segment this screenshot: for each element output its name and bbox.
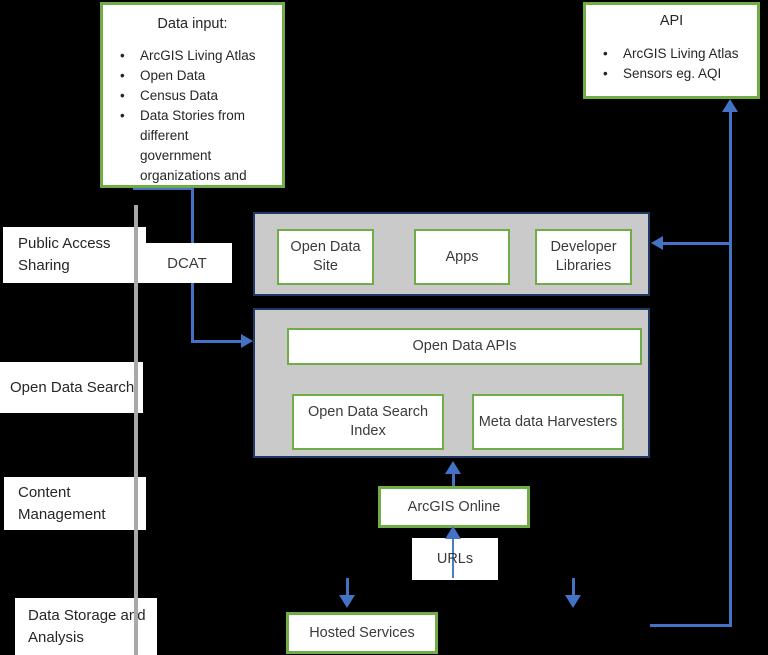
bullet-text: ArcGIS Living Atlas [140,48,256,63]
bullet-dot: • [120,88,125,103]
arrowhead-urls-into-arcgis [445,526,461,539]
apps-label: Apps [445,248,479,265]
swimlane-divider-line [134,205,138,655]
search-layer-container: Open Data APIs Open Data Search Index Me… [253,308,650,458]
connector-down-right-v [572,578,575,597]
bullet-dot: • [603,66,608,81]
developer-libraries-box: Developer Libraries [535,229,632,285]
bullet-item: • ArcGIS Living Atlas [103,46,282,66]
lane-label-public-access-sharing: Public Access Sharing [3,227,146,283]
bullet-item: • ArcGIS Living Atlas [586,44,757,64]
bullet-item: • Sensors eg. AQI [586,64,757,84]
lane-label-open-data-search: Open Data Search [0,362,143,413]
apps-box: Apps [414,229,510,285]
data-input-bullet-list: • ArcGIS Living Atlas • Open Data • Census Da… [103,46,282,186]
hosted-services-label: Hosted Services [309,624,415,641]
dcat-label: DCAT [167,254,207,272]
bullet-item: • Census Data [103,86,282,106]
connector-right-v [729,111,732,627]
arcgis-online-label: ArcGIS Online [407,498,501,515]
open-data-apis-box: Open Data APIs [287,328,642,365]
urls-label: URLs [436,550,474,567]
arrowhead-into-api [722,99,738,112]
open-data-search-index-box: Open Data Search Index [292,394,444,450]
connector-datainput-h [133,187,194,190]
urls-box: URLs [412,538,498,580]
bullet-item: • Open Data [103,66,282,86]
arrowhead-into-search-layer [241,334,253,348]
bullet-text: Data Stories from different government o… [140,108,247,183]
arrowhead-into-access-layer [651,236,663,250]
connector-arcgis-to-search-v [452,474,455,486]
metadata-harvesters-box: Meta data Harvesters [472,394,624,450]
connector-down-hosted-v [346,578,349,597]
bullet-text: Census Data [140,88,219,103]
bullet-text: Sensors eg. AQI [623,66,722,81]
bullet-item: • Data Stories from different government … [103,106,282,186]
bullet-text: ArcGIS Living Atlas [623,46,739,61]
bullet-text: Open Data [140,68,206,83]
bullet-dot: • [603,46,608,61]
open-data-apis-label: Open Data APIs [412,338,517,354]
bullet-dot: • [120,108,125,123]
connector-bottom-right-h [650,624,732,627]
metadata-harvesters-label: Meta data Harvesters [478,413,618,430]
bullet-dot: • [120,68,125,83]
access-layer-container: Open Data Site Apps Developer Libraries [253,212,650,296]
arrowhead-into-search-layer-bottom [445,461,461,474]
api-title: API [659,13,684,29]
open-data-search-index-label: Open Data Search Index [307,404,429,439]
data-input-box: Data input: • ArcGIS Living Atlas • Open Da… [100,2,285,188]
api-bullet-list: • ArcGIS Living Atlas • Sensors eg. AQI [586,44,757,84]
connector-datainput-h2 [194,340,241,343]
lane-label-content-management: Content Management [4,477,146,530]
lane-label-data-storage-analysis: Data Storage and Analysis [15,598,157,655]
arrowhead-down-right [565,595,581,608]
open-data-site-label: Open Data Site [290,239,361,274]
connector-branch-access-h [663,242,730,245]
dcat-label-box: DCAT [142,243,232,283]
arcgis-online-box: ArcGIS Online [378,486,530,528]
developer-libraries-label: Developer Libraries [550,239,617,274]
open-data-site-box: Open Data Site [277,229,374,285]
hosted-services-box: Hosted Services [286,612,438,654]
api-box: API • ArcGIS Living Atlas • Sensors eg. AQI [583,2,760,99]
bullet-dot: • [120,48,125,63]
data-input-title: Data input: [157,16,228,32]
urls-through-line [452,538,454,578]
arrowhead-down-hosted [339,595,355,608]
